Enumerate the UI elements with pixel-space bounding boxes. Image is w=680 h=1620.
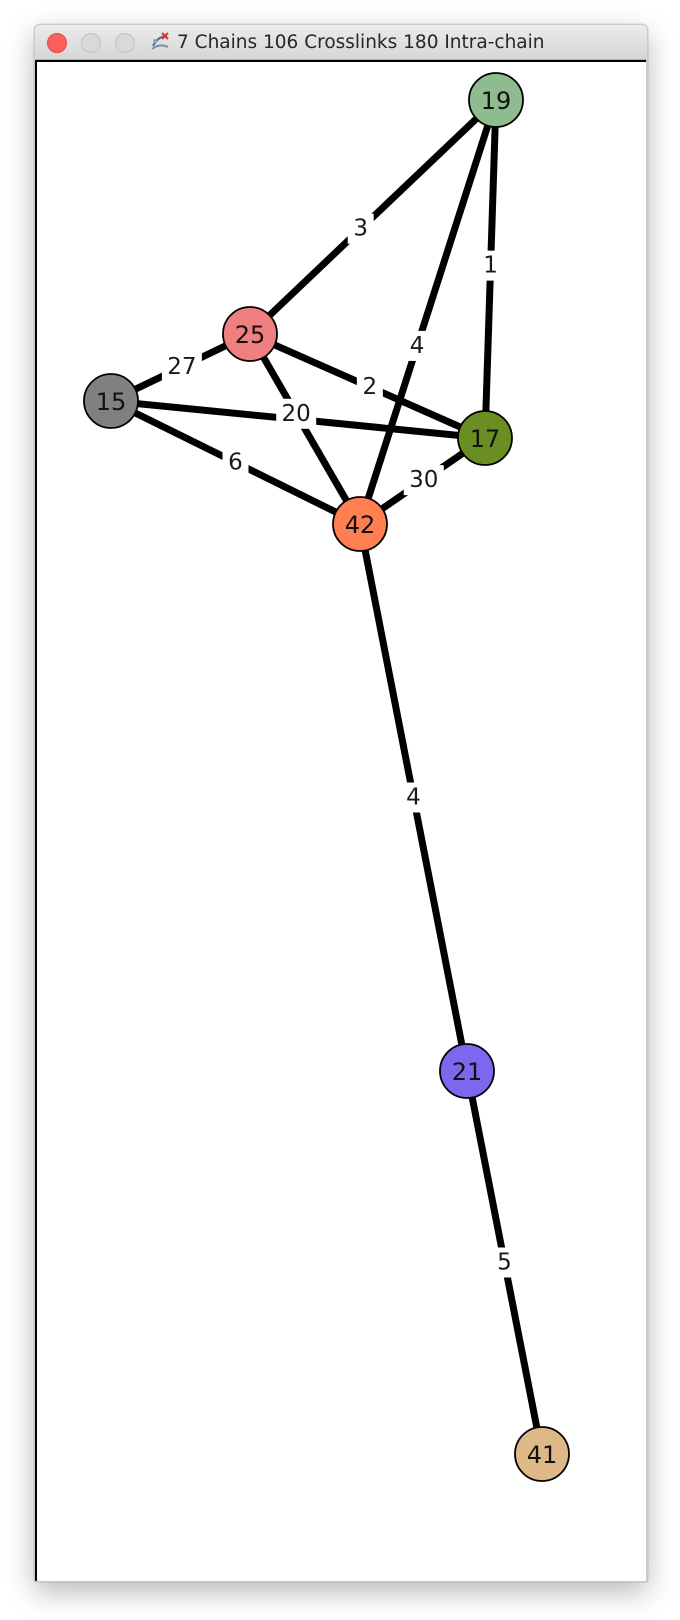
node-label: 42 <box>345 511 376 539</box>
node-circle[interactable] <box>468 72 524 128</box>
node-label: 21 <box>452 1058 483 1086</box>
app-window: 7 Chains 106 Crosslinks 180 Intra-chain … <box>34 24 648 1582</box>
node-circle[interactable] <box>222 306 278 362</box>
node-circle[interactable] <box>439 1043 495 1099</box>
edge-label-21-41: 5 <box>497 1250 512 1276</box>
window-title: 7 Chains 106 Crosslinks 180 Intra-chain <box>177 31 545 53</box>
edge-25-42 <box>246 332 364 526</box>
edge-label-background <box>477 250 504 281</box>
node-41[interactable]: 41 <box>514 1426 570 1482</box>
edges-layer <box>109 97 546 1455</box>
edge-label-15-42: 6 <box>228 450 243 476</box>
node-21[interactable]: 21 <box>439 1043 495 1099</box>
node-circle[interactable] <box>457 410 513 466</box>
crosslink-app-icon <box>151 32 169 50</box>
node-42[interactable]: 42 <box>332 496 388 552</box>
node-label: 25 <box>235 321 266 349</box>
edge-label-background <box>404 330 431 361</box>
node-19[interactable]: 19 <box>468 72 524 128</box>
node-label: 15 <box>96 388 127 416</box>
edge-label-42-21: 4 <box>406 785 421 811</box>
edge-label-42-17: 30 <box>409 467 438 493</box>
edge-label-25-15: 27 <box>167 354 196 380</box>
node-circle[interactable] <box>514 1426 570 1482</box>
node-label: 41 <box>527 1441 558 1469</box>
edge-label-background <box>347 213 374 244</box>
node-label: 17 <box>470 425 501 453</box>
minimize-window-button[interactable] <box>81 33 101 53</box>
node-circle[interactable] <box>332 496 388 552</box>
edge-labels-layer: 3 4 1 27 2 20 6 30 4 5 <box>161 213 518 1278</box>
node-circle[interactable] <box>83 373 139 429</box>
window-title-group: 7 Chains 106 Crosslinks 180 Intra-chain <box>149 25 545 59</box>
edge-label-19-25: 3 <box>353 216 368 242</box>
node-15[interactable]: 15 <box>83 373 139 429</box>
edge-label-background <box>161 351 202 382</box>
close-window-button[interactable] <box>47 33 67 53</box>
edge-label-25-42: 20 <box>282 401 311 427</box>
edge-label-19-17: 1 <box>483 253 498 279</box>
edge-label-25-17: 2 <box>363 374 378 400</box>
node-17[interactable]: 17 <box>457 410 513 466</box>
edge-19-42 <box>356 98 500 526</box>
zoom-window-button[interactable] <box>115 33 135 53</box>
edge-label-background <box>491 1247 518 1278</box>
edge-label-background <box>222 447 249 478</box>
node-25[interactable]: 25 <box>222 306 278 362</box>
edge-label-background <box>356 372 383 403</box>
edge-label-background <box>276 398 317 429</box>
edge-label-background <box>400 782 427 813</box>
edge-label-background <box>403 465 444 496</box>
title-bar[interactable]: 7 Chains 106 Crosslinks 180 Intra-chain <box>35 25 647 60</box>
node-label: 19 <box>481 87 512 115</box>
edge-label-19-42: 4 <box>410 333 425 359</box>
